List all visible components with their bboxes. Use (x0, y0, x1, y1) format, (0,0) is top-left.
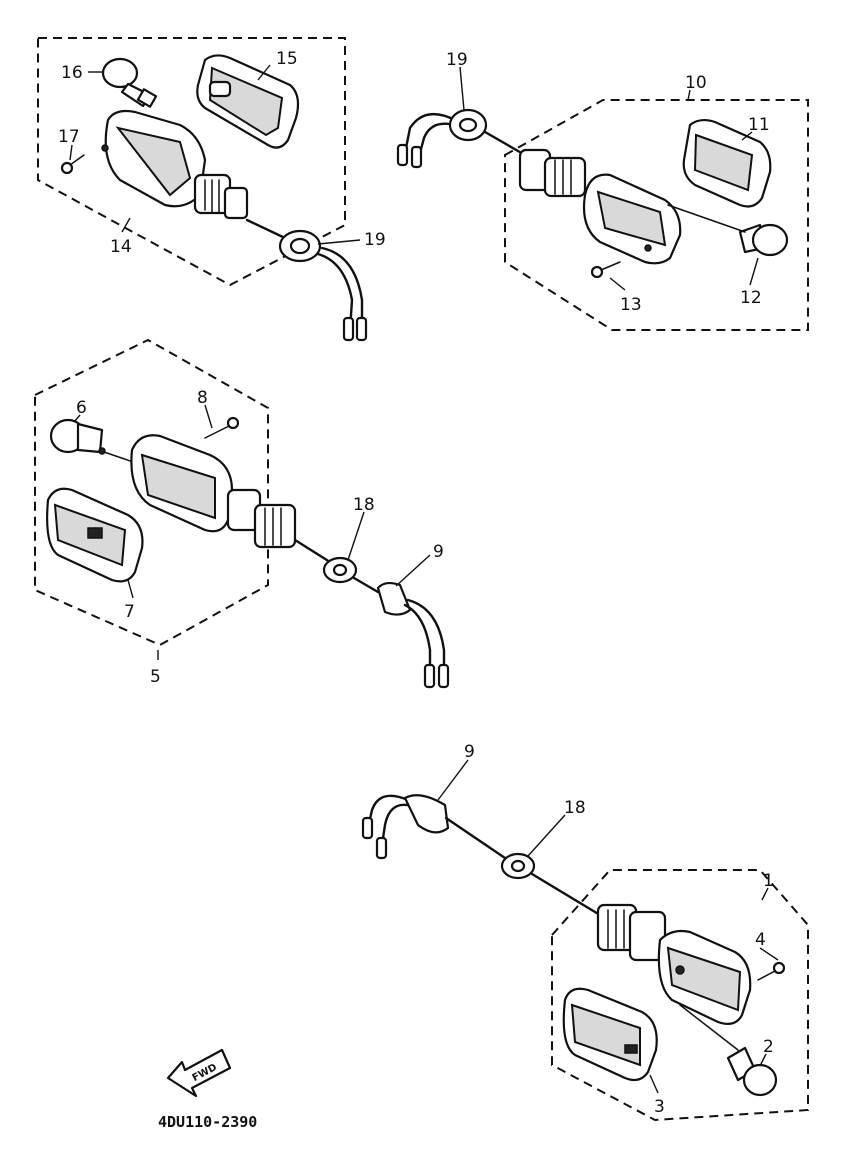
label-3: 3 (654, 1097, 665, 1117)
label-18-left: 18 (353, 495, 375, 515)
label-11: 11 (748, 115, 770, 135)
screw-13 (590, 261, 621, 279)
housing-10 (518, 148, 682, 265)
label-10: 10 (685, 73, 707, 93)
grommet-19-left (278, 229, 322, 263)
assembly-14-front-left-flasher: 16 15 17 14 19 (37, 37, 386, 342)
label-15: 15 (276, 49, 298, 69)
label-12: 12 (740, 288, 762, 308)
lead-wires-14 (316, 252, 354, 332)
label-17: 17 (58, 127, 80, 147)
lens-7 (46, 487, 144, 583)
assembly-10-front-right-flasher: 19 10 11 12 13 (396, 50, 809, 331)
bulb-12 (738, 223, 789, 257)
housing-1 (596, 903, 752, 1025)
assembly-1-rear-right-flasher: 1 4 2 3 18 9 (361, 742, 809, 1122)
screw-4 (757, 961, 786, 981)
housing-14 (101, 109, 287, 240)
label-19-right: 19 (446, 50, 468, 70)
cover-9-left (376, 581, 412, 616)
lens-3 (562, 987, 658, 1082)
label-14: 14 (110, 237, 132, 257)
label-9-right: 9 (464, 742, 475, 762)
fwd-arrow-icon: FWD (166, 1048, 232, 1098)
label-18-right: 18 (564, 798, 586, 818)
assembly-10-dashed-boundary (504, 99, 809, 331)
housing-5 (130, 434, 332, 564)
label-19-left: 19 (364, 230, 386, 250)
assembly-5-dashed-boundary (34, 338, 269, 647)
lens-11 (682, 118, 772, 208)
spacer-18-right (500, 852, 536, 880)
label-13: 13 (620, 295, 642, 315)
label-6: 6 (76, 398, 87, 418)
label-8: 8 (197, 388, 208, 408)
label-4: 4 (755, 930, 766, 950)
label-2: 2 (763, 1037, 774, 1057)
spacer-18-left (322, 556, 358, 584)
assembly-5-rear-left-flasher: 6 8 7 5 18 9 (34, 338, 450, 689)
drawing-code: 4DU110-2390 (158, 1113, 257, 1131)
bulb-6 (49, 418, 106, 455)
bulb-16 (101, 57, 158, 108)
grommet-19-right (448, 108, 488, 142)
assembly-1-dashed-boundary (551, 869, 809, 1122)
screw-8 (204, 416, 240, 439)
screw-17 (60, 154, 85, 175)
label-5: 5 (150, 667, 161, 687)
label-1: 1 (763, 871, 774, 891)
label-16: 16 (61, 63, 83, 83)
label-7: 7 (124, 602, 135, 622)
assembly-14-dashed-boundary (37, 37, 346, 287)
label-9-left: 9 (433, 542, 444, 562)
bulb-2 (726, 1046, 778, 1097)
lens-15 (196, 54, 300, 149)
cover-9-right (403, 794, 450, 834)
